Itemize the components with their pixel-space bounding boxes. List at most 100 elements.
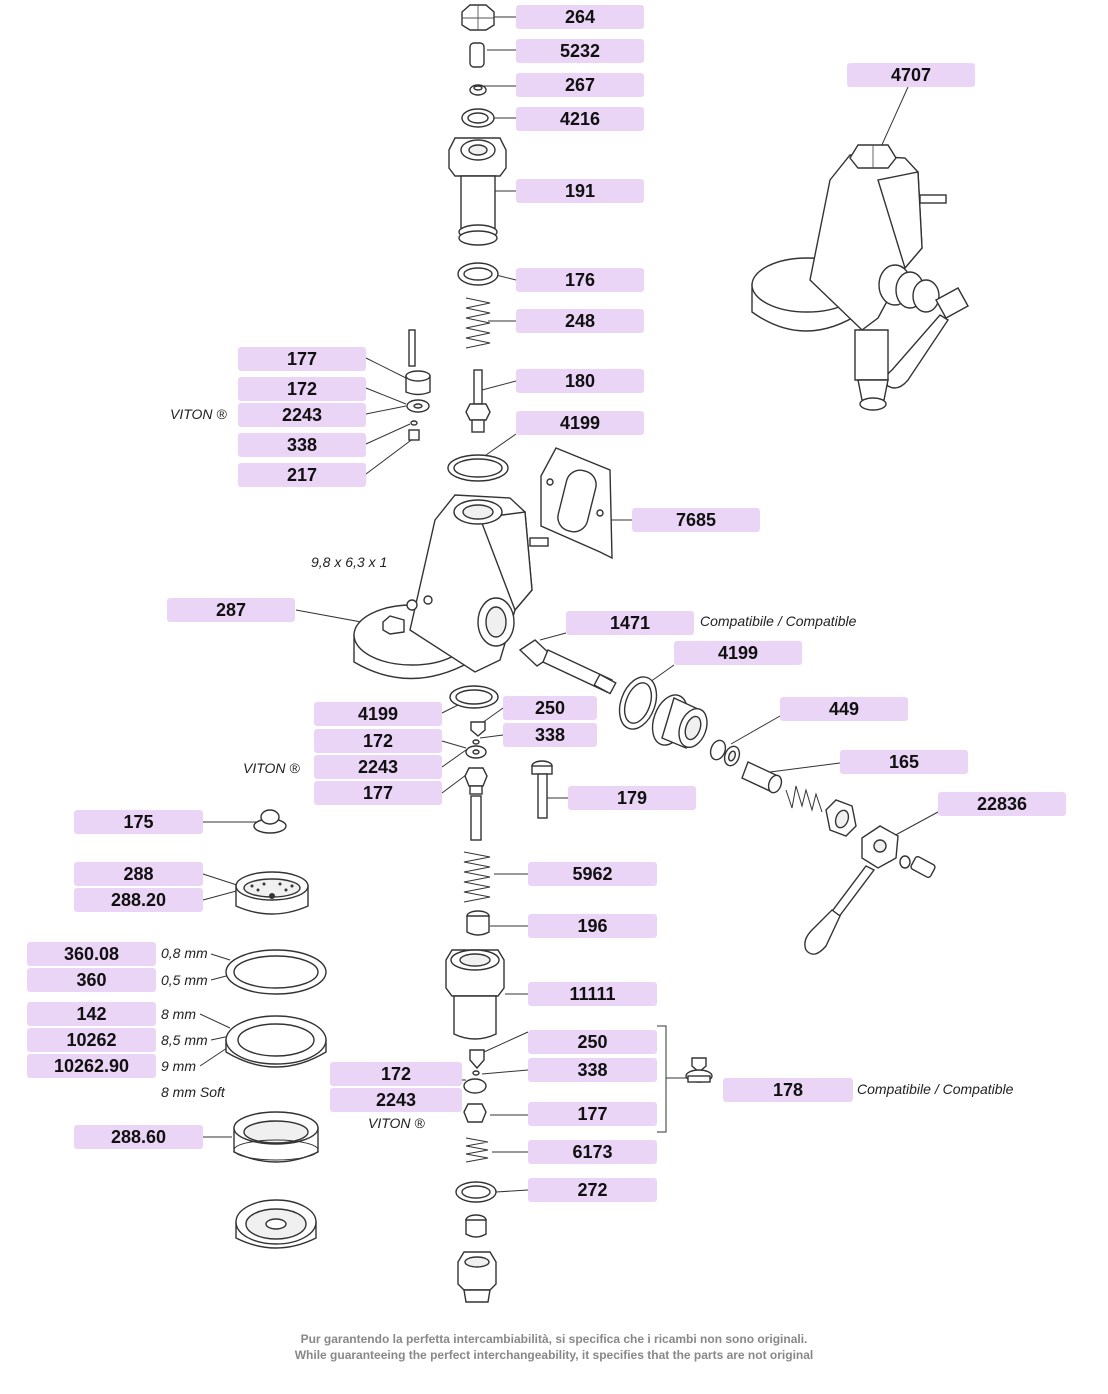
label-part-5232: 5232 (516, 39, 644, 63)
part-142-gasket (225, 1015, 327, 1068)
part-191-fitting (448, 137, 507, 246)
note-viton-bottom: VITON ® (368, 1115, 425, 1131)
label-part-178: 178 (723, 1078, 853, 1102)
label-part-287: 287 (167, 598, 295, 622)
part-11111-nipple (445, 949, 505, 1040)
part-248-spring (465, 297, 491, 349)
label-part-4199-lower: 4199 (314, 702, 442, 726)
label-part-4707: 4707 (847, 63, 975, 87)
label-part-338-left: 338 (238, 433, 366, 457)
label-part-338-upper: 338 (503, 723, 597, 747)
note-height-85: 8,5 mm (161, 1032, 208, 1048)
footer-disclaimer-english: While guaranteeing the perfect interchan… (294, 1348, 814, 1362)
label-part-217: 217 (238, 463, 366, 487)
label-part-177-left: 177 (238, 347, 366, 371)
part-449-washers (709, 739, 741, 767)
note-compatible-1471: Compatibile / Compatible (700, 613, 857, 629)
label-part-176: 176 (516, 268, 644, 292)
label-part-338-lower: 338 (528, 1058, 657, 1082)
part-side-union (651, 694, 708, 749)
label-part-165: 165 (840, 750, 968, 774)
note-oring-size: 9,8 x 6,3 x 1 (311, 554, 388, 570)
part-179-pin (531, 760, 553, 819)
label-part-142: 142 (27, 1002, 156, 1026)
note-thickness-05: 0,5 mm (161, 972, 208, 988)
part-side-nut (825, 799, 857, 837)
part-bottom-cap (457, 1214, 497, 1303)
label-part-264: 264 (516, 5, 644, 29)
label-part-1471: 1471 (566, 611, 694, 635)
part-4199-gasket-side (618, 676, 658, 730)
label-part-11111: 11111 (528, 982, 657, 1006)
label-part-196: 196 (528, 914, 657, 938)
label-part-4199-top: 4199 (516, 411, 644, 435)
part-4199-gasket-lower (449, 685, 499, 709)
part-7685-plate (540, 447, 613, 560)
label-part-179: 179 (568, 786, 696, 810)
label-part-4216: 4216 (516, 107, 644, 131)
part-175-screw (253, 809, 287, 834)
label-part-175: 175 (74, 810, 203, 834)
part-165-sleeve (741, 761, 783, 794)
note-height-9: 9 mm (161, 1058, 196, 1074)
part-176-gasket (457, 262, 499, 286)
part-360-gasket (225, 949, 327, 995)
note-viton-lower: VITON ® (243, 760, 300, 776)
label-part-288: 288 (74, 862, 203, 886)
part-bottom-valve-stack (463, 1049, 487, 1123)
part-5232-pin (469, 42, 485, 68)
part-196-seat (466, 910, 490, 936)
label-part-2243-lower: 2243 (314, 755, 442, 779)
note-height-8-soft: 8 mm Soft (161, 1084, 225, 1100)
part-267-washer (469, 84, 487, 96)
part-group-body (353, 494, 549, 680)
label-part-360: 360 (27, 968, 156, 992)
part-lower-valve-stack (464, 721, 488, 841)
label-part-180: 180 (516, 369, 644, 393)
label-part-177-bottom: 177 (528, 1102, 657, 1126)
part-288-shower-plate (235, 871, 309, 915)
label-part-172-lower: 172 (314, 729, 442, 753)
label-part-191: 191 (516, 179, 644, 203)
label-part-250-upper: 250 (503, 696, 597, 720)
part-4199-gasket-top (447, 454, 509, 482)
label-part-272: 272 (528, 1178, 657, 1202)
label-part-6173: 6173 (528, 1140, 657, 1164)
label-part-7685: 7685 (632, 508, 760, 532)
note-thickness-08: 0,8 mm (161, 945, 208, 961)
note-compatible-178: Compatibile / Compatible (857, 1081, 1014, 1097)
label-part-360-08: 360.08 (27, 942, 156, 966)
part-left-valve-stack (405, 329, 431, 441)
label-part-288-60: 288.60 (74, 1125, 203, 1149)
part-side-spring (785, 785, 823, 813)
label-part-5962: 5962 (528, 862, 657, 886)
part-28860-shower (233, 1111, 319, 1163)
part-6173-spring (465, 1137, 489, 1163)
label-part-2243-bottom: 2243 (330, 1088, 462, 1112)
note-height-8: 8 mm (161, 1006, 196, 1022)
label-part-248: 248 (516, 309, 644, 333)
part-22836-lever (804, 825, 936, 955)
part-178-valve (685, 1057, 713, 1083)
label-part-177-lower: 177 (314, 781, 442, 805)
part-1471-valve (518, 639, 617, 695)
part-4216-gasket (461, 108, 495, 128)
label-part-10262: 10262 (27, 1028, 156, 1052)
label-part-4199-side: 4199 (674, 641, 802, 665)
label-part-2243-left: 2243 (238, 403, 366, 427)
part-180-valve-stem (465, 369, 491, 433)
label-part-267: 267 (516, 73, 644, 97)
part-264-cap-nut (461, 4, 495, 31)
part-5962-spring (463, 851, 491, 903)
label-part-10262-90: 10262.90 (27, 1054, 156, 1078)
label-part-288-20: 288.20 (74, 888, 203, 912)
part-4707-complete-group (751, 144, 969, 411)
footer-disclaimer-italian: Pur garantendo la perfetta intercambiabi… (300, 1332, 808, 1346)
part-272-gasket (455, 1181, 497, 1203)
label-part-172-left: 172 (238, 377, 366, 401)
label-part-172-bottom: 172 (330, 1062, 462, 1086)
note-viton-left: VITON ® (170, 406, 227, 422)
label-part-449: 449 (780, 697, 908, 721)
